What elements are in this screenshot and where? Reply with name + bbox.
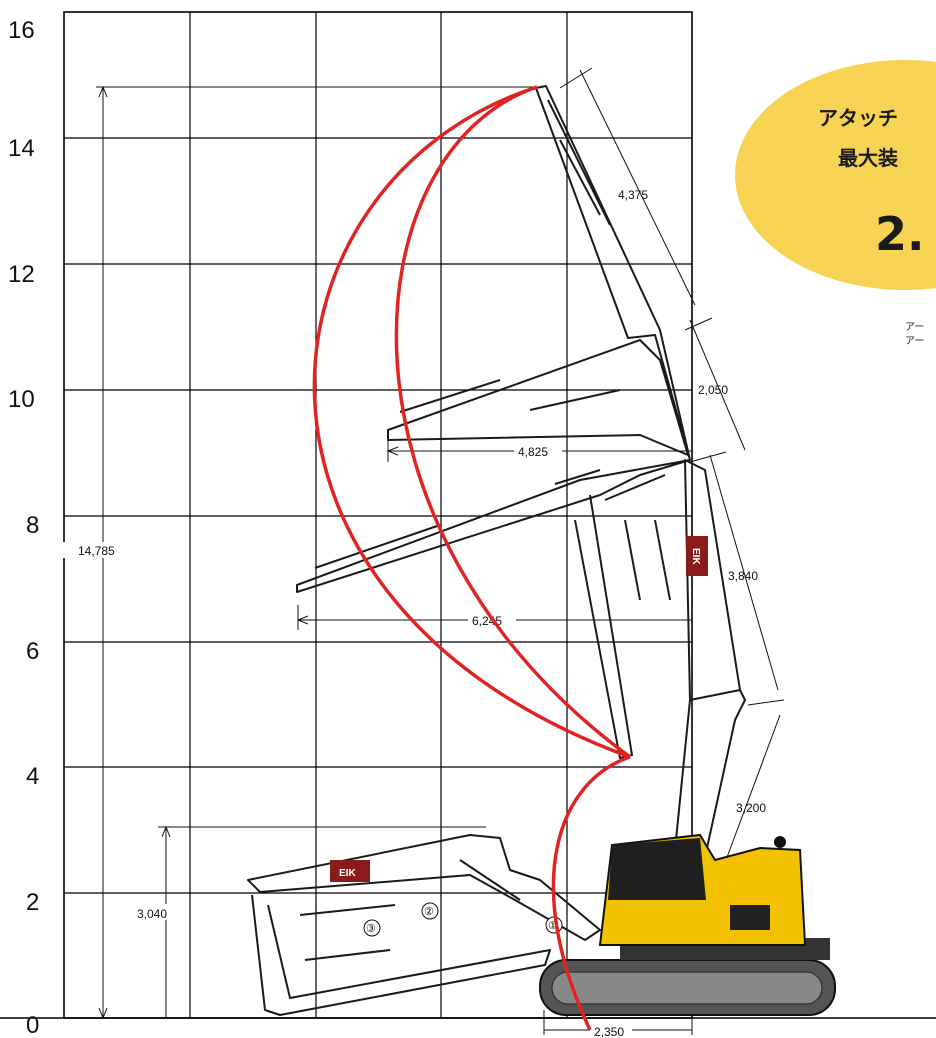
- marker-2: ②: [424, 906, 434, 918]
- svg-text:EIK: EIK: [339, 868, 356, 879]
- dim-base-width: 2,350: [594, 1025, 624, 1038]
- callout-badge: アタッチ 最大装 2.: [735, 60, 936, 290]
- callout-line1: アタッチ: [818, 106, 898, 130]
- y-tick-label: 16: [8, 17, 35, 44]
- y-tick-label: 6: [26, 638, 39, 665]
- dim-max-height: 14,785: [78, 544, 115, 558]
- dim-segment-4: 3,200: [736, 801, 766, 815]
- brand-plate-lower: EIK: [330, 860, 370, 882]
- marker-3: ③: [366, 923, 376, 935]
- y-axis: 16 14 12 10 8 6 4 2 0: [8, 17, 39, 1038]
- marker-1: ①: [548, 920, 558, 932]
- y-tick-label: 2: [26, 889, 39, 916]
- callout-value: 2.: [875, 207, 924, 261]
- y-tick-label: 4: [26, 763, 39, 790]
- note-line-2: アー: [905, 336, 924, 347]
- dim-ground-height: 3,040: [137, 907, 167, 921]
- brand-plates: EIK EIK: [330, 536, 708, 882]
- dim-segment-2: 2,050: [698, 383, 728, 397]
- callout-line2: 最大装: [838, 146, 898, 170]
- dim-segment-1: 4,375: [618, 188, 648, 202]
- dim-segment-3: 3,840: [728, 569, 758, 583]
- part-markers: [363, 902, 563, 937]
- y-tick-label: 14: [8, 135, 35, 162]
- y-tick-label: 12: [8, 261, 35, 288]
- svg-text:EIK: EIK: [690, 548, 701, 565]
- y-tick-label: 0: [26, 1012, 39, 1038]
- grid: [0, 11, 936, 1019]
- y-tick-label: 8: [26, 512, 39, 539]
- excavator-machine: [539, 833, 836, 1016]
- reach-curves: [312, 85, 632, 1031]
- dim-outreach-upper: 4,825: [518, 445, 548, 459]
- note-line-1: アー: [905, 322, 924, 333]
- brand-plate-vertical: EIK: [686, 536, 708, 576]
- y-tick-label: 10: [8, 386, 35, 413]
